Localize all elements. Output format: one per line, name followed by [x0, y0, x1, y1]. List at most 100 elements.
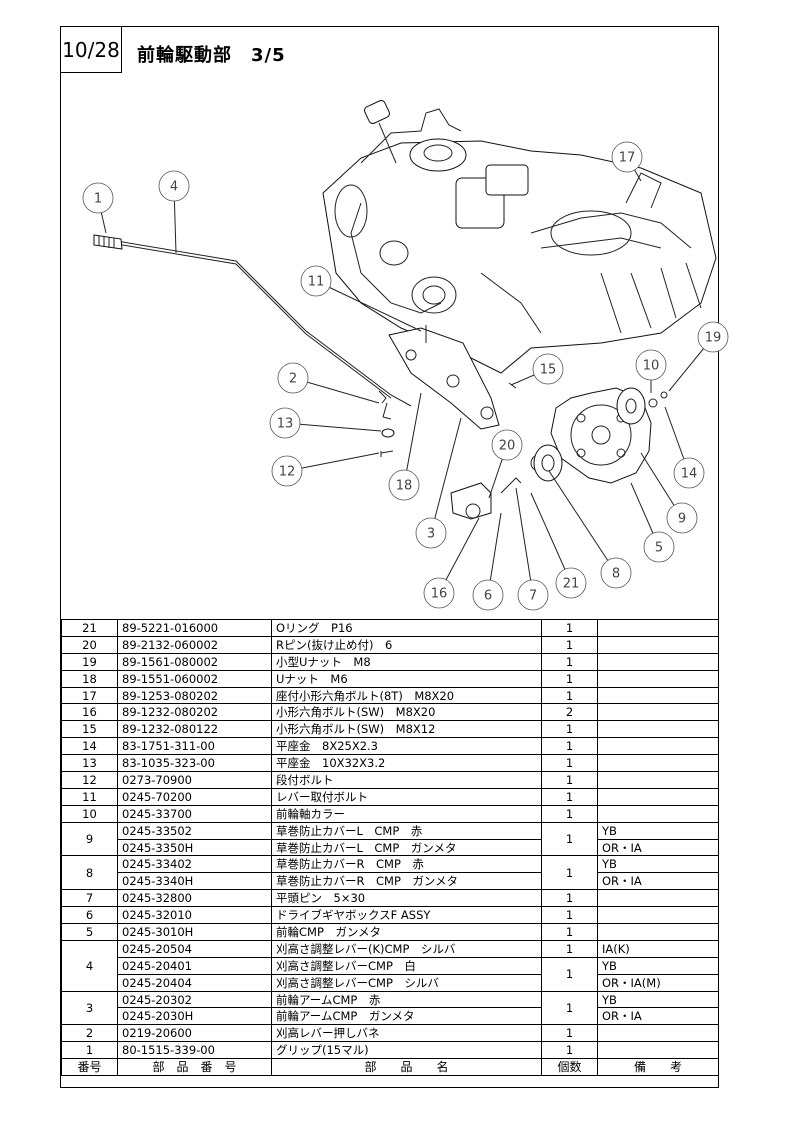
callout-circle — [269, 407, 301, 439]
callout-20: 20 — [491, 429, 523, 461]
cell-part-name: Oリング P16 — [271, 619, 542, 637]
cell-no: 7 — [61, 889, 118, 908]
cell-qty: 1 — [541, 635, 598, 654]
page-number-box: 10/28 — [61, 27, 122, 73]
callout-circle — [271, 455, 303, 487]
cell-remarks — [597, 804, 719, 823]
cell-part-name: 平座金 8X25X2.3 — [271, 737, 542, 756]
cell-no: 16 — [61, 703, 118, 722]
cell-part-number: 83-1035-323-00 — [117, 754, 272, 773]
cell-no: 21 — [61, 619, 118, 637]
callout-circle — [673, 457, 705, 489]
cell-part-number: 0245-33700 — [117, 804, 272, 823]
callout-11: 11 — [300, 265, 332, 297]
callout-label: 12 — [279, 465, 296, 480]
cell-remarks — [597, 1041, 719, 1060]
cell-part-name: 平座金 10X32X3.2 — [271, 754, 542, 773]
cell-part-name: 前輪軸カラー — [271, 804, 542, 823]
callout-label: 16 — [431, 587, 448, 602]
cell-part-number: 0245-20504 — [117, 939, 272, 958]
cell-part-number: 0245-70200 — [117, 787, 272, 806]
cell-qty: 1 — [541, 619, 598, 637]
cell-part-name: 刈高レバー押しバネ — [271, 1024, 542, 1043]
col-header-remarks: 備 考 — [597, 1058, 719, 1077]
cell-part-number: 0245-33502 — [117, 821, 272, 840]
cell-part-name: 小形六角ボルト(SW) M8X12 — [271, 720, 542, 739]
cell-remarks: YB — [597, 990, 719, 1009]
cell-part-name: 草巻防止カバーR CMP ガンメタ — [271, 872, 542, 891]
callout-10: 10 — [635, 349, 667, 381]
callout-label: 17 — [619, 151, 636, 166]
page-title: 前輪駆動部 3/5 — [137, 45, 286, 66]
cell-no: 12 — [61, 771, 118, 789]
cell-part-name: ドライブギヤボックスF ASSY — [271, 906, 542, 925]
cell-remarks: YB — [597, 821, 719, 840]
cell-no: 6 — [61, 906, 118, 925]
cell-remarks — [597, 754, 719, 773]
parts-sheet-frame: 10/28 前輪駆動部 3/5 — [60, 26, 729, 1088]
callout-16: 16 — [423, 577, 455, 609]
cell-part-number: 89-2132-060002 — [117, 635, 272, 654]
callout-label: 13 — [277, 417, 294, 432]
cell-part-number: 0245-20302 — [117, 990, 272, 1009]
callout-12: 12 — [271, 455, 303, 487]
cell-remarks: IA(K) — [597, 939, 719, 958]
callout-label: 10 — [643, 359, 660, 374]
cell-no: 8 — [61, 855, 118, 891]
cell-part-name: 刈高さ調整レバーCMP シルバ — [271, 973, 542, 992]
cell-part-number: 0245-3350H — [117, 838, 272, 857]
cell-part-name: 段付ボルト — [271, 771, 542, 789]
cell-qty: 1 — [541, 804, 598, 823]
cell-no: 11 — [61, 787, 118, 806]
callout-label: 7 — [529, 589, 537, 604]
callout-label: 8 — [612, 567, 620, 582]
cell-qty: 1 — [541, 889, 598, 908]
cell-part-name: 草巻防止カバーL CMP 赤 — [271, 821, 542, 840]
callout-circle — [423, 577, 455, 609]
callout-label: 14 — [681, 467, 698, 482]
col-header-qty: 個数 — [541, 1058, 598, 1077]
callout-19: 19 — [697, 321, 729, 353]
cell-qty: 1 — [541, 787, 598, 806]
cell-part-name: 座付小形六角ボルト(8T) M8X20 — [271, 686, 542, 705]
cell-part-number: 0219-20600 — [117, 1024, 272, 1043]
callout-circle — [158, 170, 190, 202]
cell-remarks — [597, 619, 719, 637]
cell-remarks — [597, 771, 719, 789]
cell-part-number: 0245-32010 — [117, 906, 272, 925]
cell-part-name: 平頭ピン 5×30 — [271, 889, 542, 908]
callout-label: 4 — [170, 180, 178, 195]
cell-qty: 1 — [541, 737, 598, 756]
cell-part-number: 89-1551-060002 — [117, 669, 272, 688]
front-wheel-drawing — [533, 387, 668, 484]
cell-remarks: YB — [597, 855, 719, 874]
cell-no: 5 — [61, 923, 118, 941]
cell-remarks: OR・IA(M) — [597, 973, 719, 992]
callout-label: 3 — [427, 527, 435, 542]
cell-remarks: YB — [597, 956, 719, 975]
cell-part-number: 89-1232-080122 — [117, 720, 272, 739]
callout-circle — [300, 265, 332, 297]
cell-no: 13 — [61, 754, 118, 773]
cell-no: 3 — [61, 990, 118, 1026]
cell-part-name: レバー取付ボルト — [271, 787, 542, 806]
page-number: 10/28 — [62, 37, 120, 62]
cell-part-number: 89-1232-080202 — [117, 703, 272, 722]
callout-circle — [277, 362, 309, 394]
callout-circle — [643, 531, 675, 563]
cell-part-name: 前輪アームCMP 赤 — [271, 990, 542, 1009]
cell-qty: 1 — [541, 1024, 598, 1043]
cell-remarks — [597, 889, 719, 908]
table-header-row: 番号 部 品 番 号 部 品 名 個数 備 考 — [61, 1058, 719, 1077]
cell-remarks: OR・IA — [597, 872, 719, 891]
